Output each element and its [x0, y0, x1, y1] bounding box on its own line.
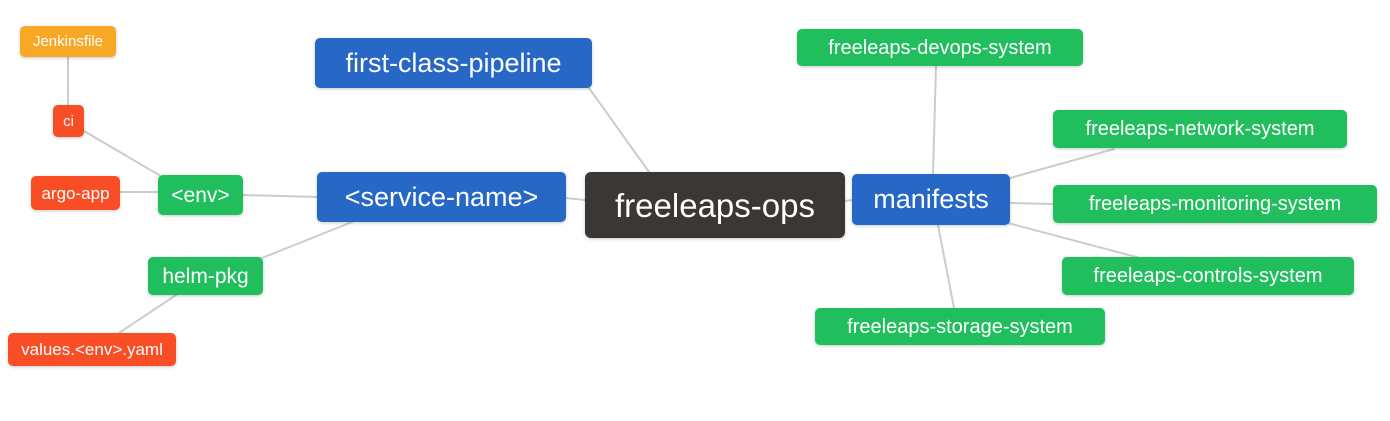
node-first-class-pipeline[interactable]: first-class-pipeline — [315, 38, 592, 88]
edge-pipeline-freeleaps-ops — [588, 87, 650, 173]
edge-manifests-controls — [1007, 222, 1141, 259]
edge-manifests-monitoring — [1009, 202, 1054, 205]
edge-manifests-devops — [932, 65, 937, 175]
node-values-env-yaml[interactable]: values.<env>.yaml — [8, 333, 176, 366]
node-argo-app[interactable]: argo-app — [31, 176, 120, 210]
edge-env-service-name — [242, 194, 318, 198]
edge-helm-pkg-service-name — [261, 221, 353, 259]
node-service-name[interactable]: <service-name> — [317, 172, 566, 222]
edge-helm-pkg-values — [118, 294, 177, 334]
node-freeleaps-ops-root[interactable]: freeleaps-ops — [585, 172, 845, 238]
edge-manifests-network — [1009, 148, 1115, 179]
edge-service-freeleaps-ops — [565, 197, 586, 201]
edge-freeleaps-ops-manifests — [844, 199, 853, 202]
edge-manifests-storage — [937, 224, 955, 309]
node-env[interactable]: <env> — [158, 175, 243, 215]
node-freeleaps-devops-system[interactable]: freeleaps-devops-system — [797, 29, 1083, 66]
node-freeleaps-network-system[interactable]: freeleaps-network-system — [1053, 110, 1347, 148]
node-freeleaps-storage-system[interactable]: freeleaps-storage-system — [815, 308, 1105, 345]
node-freeleaps-controls-system[interactable]: freeleaps-controls-system — [1062, 257, 1354, 295]
node-freeleaps-monitoring-system[interactable]: freeleaps-monitoring-system — [1053, 185, 1377, 223]
node-helm-pkg[interactable]: helm-pkg — [148, 257, 263, 295]
node-ci[interactable]: ci — [53, 105, 84, 137]
edge-ci-env — [83, 130, 160, 176]
node-jenkinsfile[interactable]: Jenkinsfile — [20, 26, 116, 57]
node-manifests[interactable]: manifests — [852, 174, 1010, 225]
